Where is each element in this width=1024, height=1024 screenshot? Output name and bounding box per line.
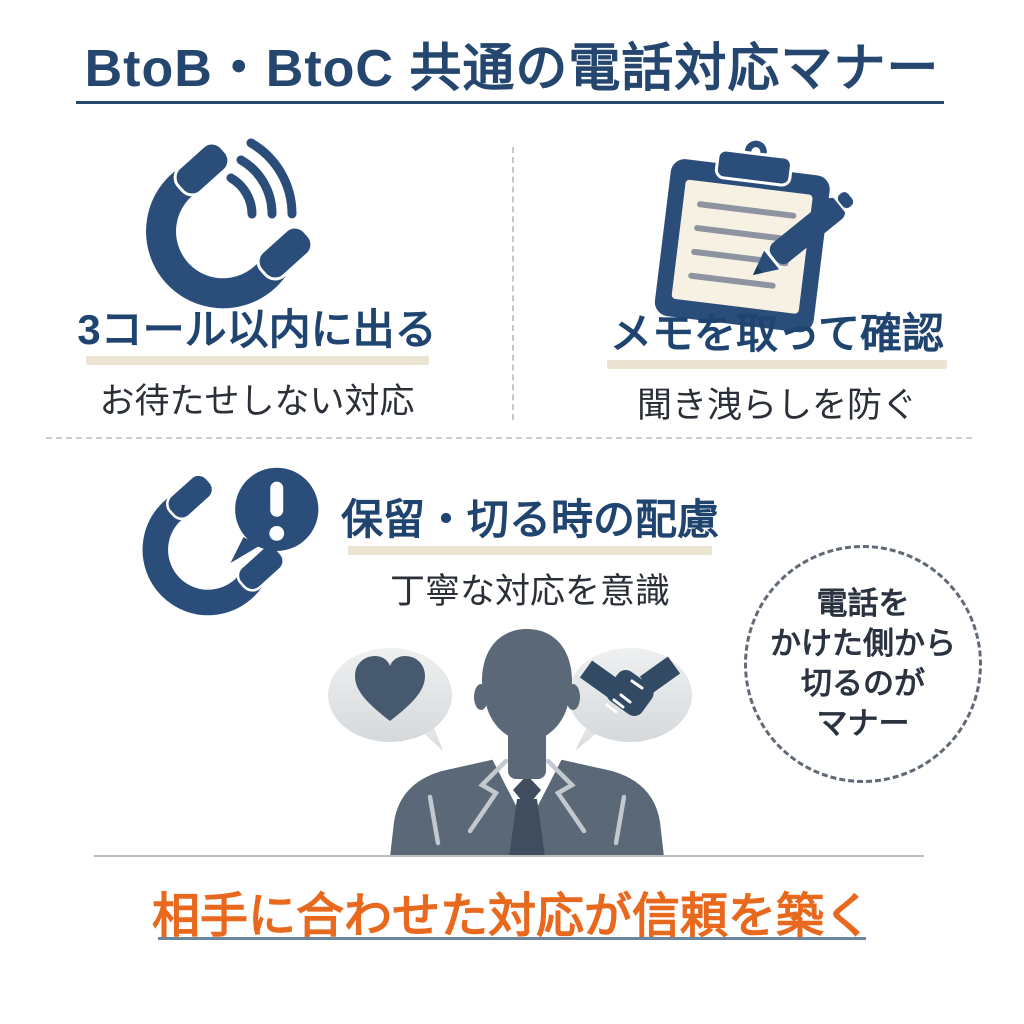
section-heading: メモを取って確認 (610, 310, 944, 357)
heading-accent-bar (348, 546, 712, 556)
section-subtext: 丁寧な対応を意識 (389, 572, 670, 612)
heading-accent-bar (85, 356, 429, 366)
heading-accent-bar (607, 360, 947, 370)
businessman-silhouette-icon (328, 629, 692, 857)
phone-alert-icon (142, 467, 319, 616)
manner-note-circle: 電話を かけた側から 切るのが マナー (744, 545, 982, 783)
note-line: かけた側から (770, 626, 956, 661)
section-answer-within-3-calls: 3コール以内に出る お待たせしない対応 (52, 306, 462, 424)
ring-waves-icon (226, 138, 297, 219)
handshake-bubble-icon (568, 648, 692, 751)
section-subtext: 聞き洩らしを防ぐ (636, 386, 917, 426)
horizontal-dashed-divider (46, 437, 972, 439)
page-title: BtoB・BtoC 共通の電話対応マナー (84, 40, 940, 98)
section-hold-and-hangup: 保留・切る時の配慮 丁寧な対応を意識 (325, 496, 735, 614)
section-heading: 3コール以内に出る (77, 306, 437, 353)
note-line: 切るのが (801, 666, 925, 701)
section-take-memo: メモを取って確認 聞き洩らしを防ぐ (572, 310, 982, 428)
vertical-dashed-divider (512, 147, 514, 420)
section-heading: 保留・切る時の配慮 (340, 496, 719, 543)
title-underline (76, 101, 944, 104)
note-line: マナー (816, 706, 910, 741)
ringing-phone-icon (146, 138, 314, 309)
section-subtext: お待たせしない対応 (99, 382, 415, 422)
note-line: 電話を (816, 586, 910, 621)
footer-message: 相手に合わせた対応が信頼を築く (151, 890, 872, 943)
footer-underline (158, 937, 866, 940)
pen-icon (753, 192, 854, 275)
exclamation-bubble-icon (230, 467, 319, 563)
clipboard-pen-icon (654, 140, 854, 333)
tie (509, 775, 545, 857)
lapel-lines (427, 758, 627, 846)
heart-bubble-icon (328, 648, 452, 751)
handshake-glyph (579, 656, 681, 716)
desk-line (94, 855, 924, 857)
